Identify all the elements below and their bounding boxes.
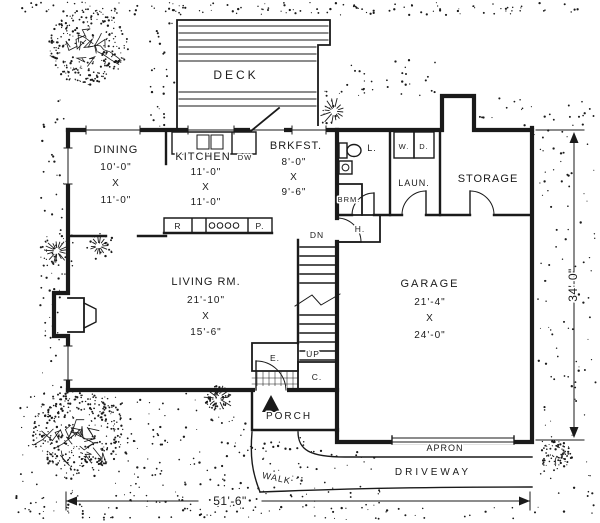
broom-closet-walls [336,183,363,216]
lav-sink-counter [338,160,353,175]
site-work [250,395,533,493]
label-living-by: X [202,311,210,322]
window-living-left [63,345,73,381]
label-entry-closet: E. [270,353,280,363]
driveway-bottom-edge [259,486,533,493]
label-kitchen: KITCHEN [175,151,230,163]
window-breakfast-top [291,125,327,135]
window-dining-left [63,147,73,185]
laundry-door-swing [401,190,427,216]
label-dryer: D. [419,142,429,151]
wall-left-with-chimney [51,127,71,393]
doors [255,190,515,445]
toilet-bowl [346,143,362,158]
label-kitchen-by: X [202,182,210,193]
burner-4 [232,222,240,229]
label-dining-by: X [112,178,120,189]
entry-arrow-icon [262,395,280,412]
label-pantry: P. [256,221,265,231]
storage-door-swing [469,190,495,216]
wall-top [65,93,535,133]
label-dishwasher: DW [238,153,253,162]
stairs [294,246,341,361]
front-door-swing [255,360,287,391]
kitchen-counter-lower [163,217,273,234]
deck-planks [178,25,329,107]
label-kitchen-width: 11'-0" [191,167,222,178]
dim-arrow-bottom [569,427,579,438]
entry-tile-grid [251,371,299,391]
lav-sink-bowl [341,163,350,172]
porch-slab-edge [250,390,339,432]
burner-3 [224,222,232,229]
dim-overall-depth: 34'-0" [566,268,580,302]
label-stairs-up: UP [306,349,320,359]
label-heater-closet: H. [355,224,366,234]
dimension-lines: 51'-6" 34'-0" [65,129,585,511]
label-apron: APRON [426,443,463,453]
label-garage-depth: 24'-0" [414,330,445,341]
label-living-width: 21'-10" [187,295,225,306]
label-washer: W. [399,142,410,151]
kitchen-sink-basin-right [210,134,224,150]
kitchen-counter-top [171,131,257,155]
slider-door-leaf [249,106,281,133]
label-coat-closet: C. [312,372,323,382]
stipple-texture [15,1,597,521]
walk-left-edge [250,431,261,493]
dryer-box [413,131,435,159]
fixtures [67,131,435,391]
deck-outline [176,19,331,129]
label-driveway: DRIVEWAY [395,467,471,478]
window-dining-top [85,125,141,135]
label-garage-by: X [426,313,434,324]
label-living-depth: 15'-6" [190,327,221,338]
kitchen-sink-basin-left [196,134,210,150]
burner-2 [216,222,224,229]
label-breakfast-width: 8'-0" [282,157,307,168]
walk-right-edge-and-apron-line [297,431,533,458]
garage-door-jambs [391,435,515,445]
fireplace-firebox [83,302,97,329]
label-dining: DINING [94,144,139,156]
coat-closet-walls [297,361,338,391]
label-kitchen-depth: 11'-0" [191,197,222,208]
garage-entry-door-swing [336,217,362,243]
label-breakfast: BRKFST. [270,140,322,152]
label-breakfast-depth: 9'-6" [282,187,307,198]
dim-arrow-right [519,496,530,506]
stair-treads-lower [299,314,336,361]
room-labels: DECK DINING 10'-0" X 11'-0" KITCHEN DW 1… [92,67,519,488]
label-dining-width: 10'-0" [100,162,131,173]
fireplace-surround [67,297,85,333]
label-breakfast-by: X [290,172,298,183]
deck-structure [176,19,331,129]
label-lavatory: L. [367,143,377,153]
label-broom: BRM. [338,195,361,204]
label-porch: PORCH [266,411,312,422]
burner-1 [208,222,216,229]
dim-arrow-left [66,496,77,506]
stair-treads-upper [299,246,336,284]
lav-door-swing [351,192,375,216]
label-living: LIVING RM. [171,276,240,288]
dim-overall-width: 51'-6" [213,494,247,508]
label-garage: GARAGE [400,278,459,290]
label-deck: DECK [213,68,258,82]
label-laundry: LAUN. [398,178,430,188]
garage-overhead-door [391,437,515,443]
label-garage-width: 21'-4" [414,297,445,308]
label-storage: STORAGE [458,173,519,185]
windows [63,106,327,381]
stair-break-line [294,293,341,307]
label-dining-depth: 11'-0" [101,195,132,206]
label-stairs-down: DN [310,230,324,240]
label-range: R [174,221,181,231]
dim-right-extensions [535,129,585,441]
trees-and-bushes [31,8,573,476]
dim-arrow-top [569,132,579,143]
